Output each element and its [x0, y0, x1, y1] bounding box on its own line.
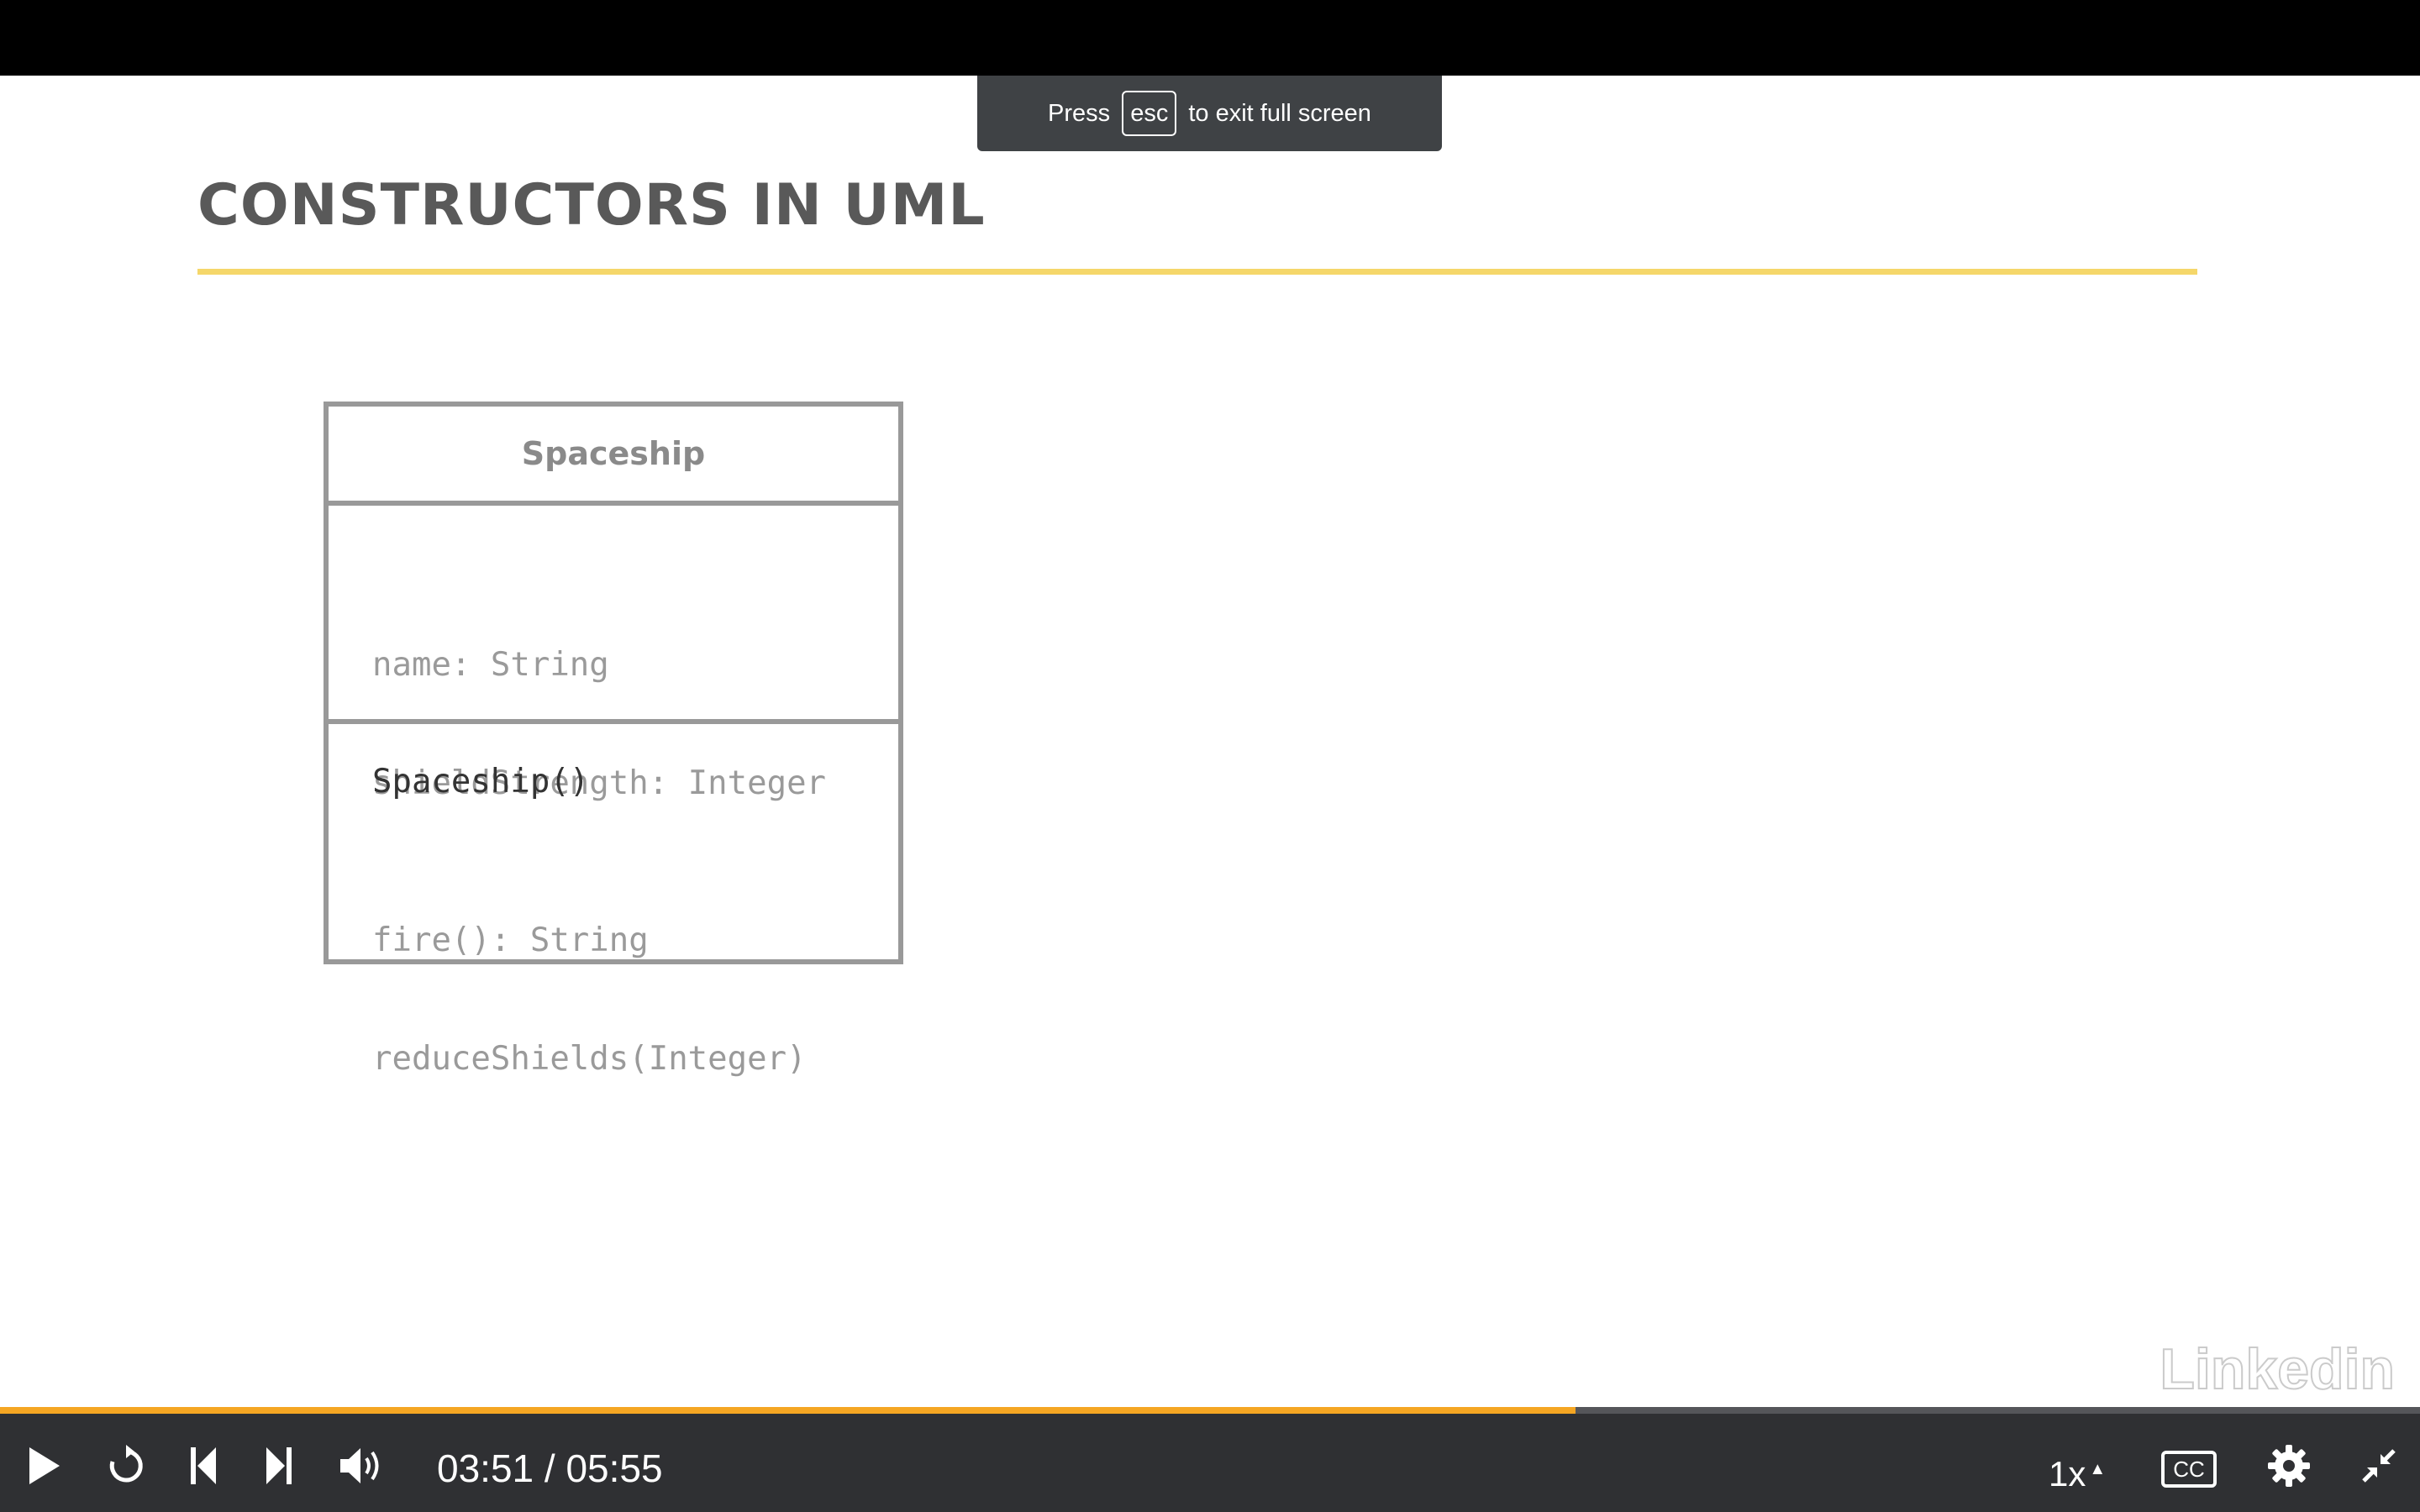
fullscreen-exit-toast: Press esc to exit full screen	[977, 76, 1442, 151]
uml-attributes-section: name: String shieldStrength: Integer	[329, 506, 898, 802]
previous-button[interactable]	[187, 1441, 220, 1491]
progress-played	[0, 1407, 1576, 1414]
volume-button[interactable]	[338, 1441, 385, 1491]
uml-method: fire(): String	[372, 921, 649, 959]
replay-icon	[109, 1445, 143, 1483]
uml-constructor: Spaceship()	[372, 763, 590, 801]
settings-button[interactable]	[2265, 1441, 2312, 1491]
play-button[interactable]	[24, 1441, 66, 1491]
progress-bar[interactable]	[0, 1407, 2420, 1414]
esc-key-hint: esc	[1122, 91, 1177, 136]
play-icon	[29, 1447, 60, 1484]
uml-class-name: Spaceship	[329, 407, 898, 506]
next-button[interactable]	[262, 1441, 296, 1491]
uml-attribute: name: String	[372, 646, 609, 684]
uml-class-diagram: Spaceship name: String shieldStrength: I…	[324, 402, 903, 1078]
captions-button[interactable]: CC	[2161, 1451, 2217, 1488]
toast-message: to exit full screen	[1188, 99, 1371, 127]
captions-label: CC	[2173, 1456, 2205, 1482]
time-display: 03:51 / 05:55	[437, 1446, 663, 1490]
title-underline	[197, 269, 2197, 275]
exit-fullscreen-button[interactable]	[2358, 1441, 2400, 1491]
video-frame[interactable]: CONSTRUCTORS IN UML Spaceship name: Stri…	[0, 76, 2420, 1407]
slide-title: CONSTRUCTORS IN UML	[197, 172, 986, 239]
letterbox-top	[0, 0, 2420, 76]
volume-icon	[340, 1448, 379, 1483]
playback-speed-button[interactable]: 1x▲	[2049, 1447, 2106, 1496]
player-control-bar: 03:51 / 05:55 1x▲ CC	[0, 1407, 2420, 1512]
playback-speed-value: 1x	[2049, 1454, 2086, 1494]
uml-attribute: shieldStrength: Integer	[372, 764, 827, 802]
uml-attribute-list: name: String shieldStrength: Integer	[372, 566, 826, 882]
replay-button[interactable]	[103, 1441, 150, 1491]
previous-icon	[191, 1447, 216, 1484]
uml-method-list: fire(): String reduceShields(Integer)	[372, 842, 807, 1158]
exit-fullscreen-icon	[2362, 1449, 2396, 1483]
settings-icon	[2268, 1445, 2310, 1487]
linkedin-watermark: Linkedin	[2159, 1336, 2396, 1402]
uml-method: reduceShields(Integer)	[372, 1040, 807, 1078]
toast-press-text: Press	[1048, 99, 1111, 127]
next-icon	[266, 1447, 292, 1484]
caret-up-icon: ▲	[2089, 1460, 2107, 1478]
